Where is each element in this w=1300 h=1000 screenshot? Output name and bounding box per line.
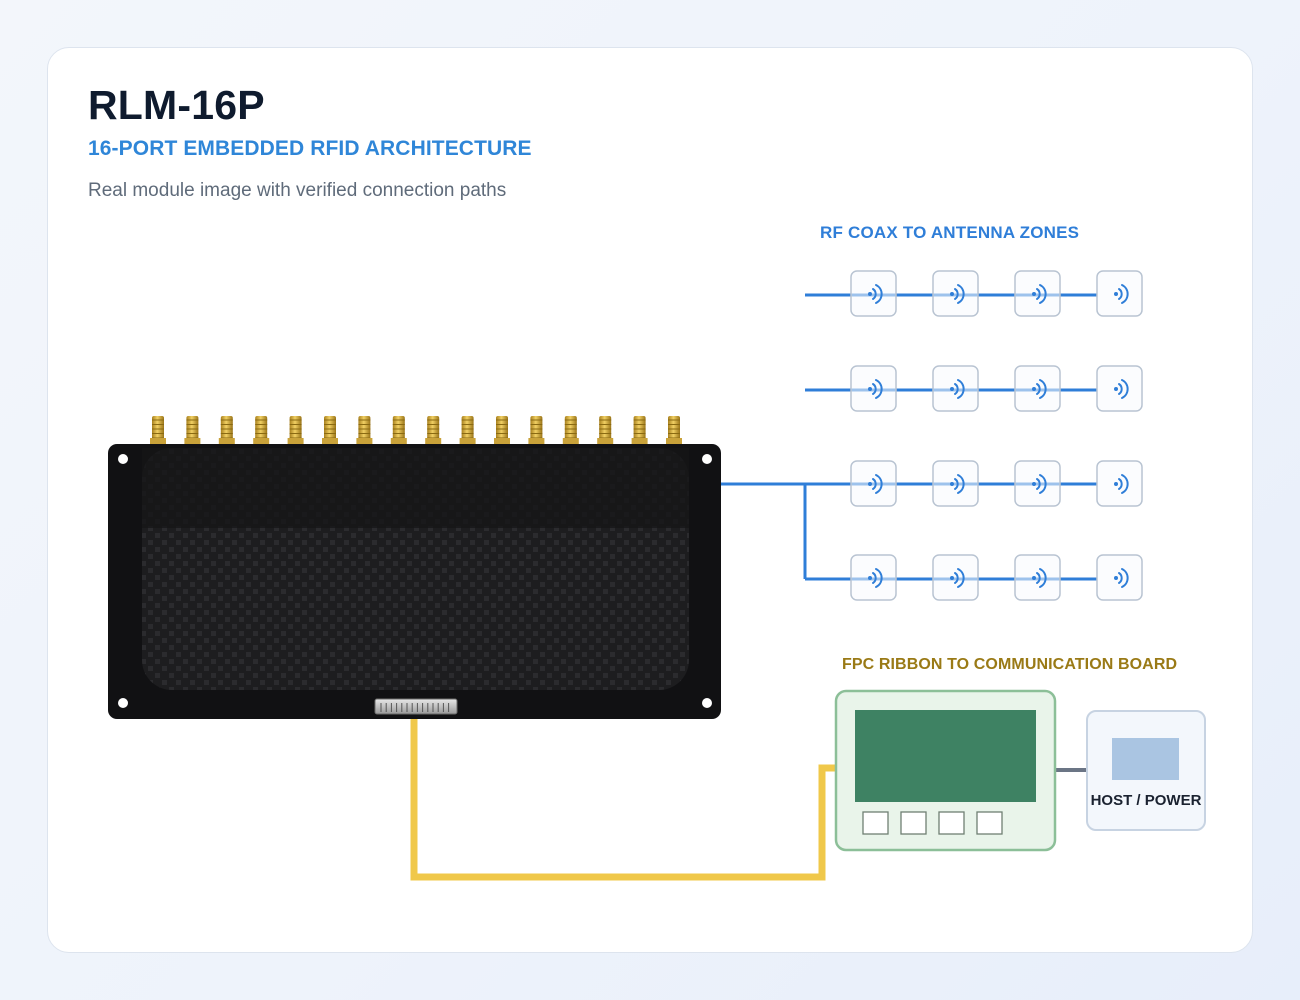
antenna-zone — [1014, 460, 1061, 507]
page-description: Real module image with verified connecti… — [88, 180, 507, 201]
rfid-antenna-icon — [1032, 568, 1047, 588]
antenna-zone — [932, 365, 979, 412]
board-buttons — [862, 811, 1003, 835]
antenna-zone — [932, 270, 979, 317]
antenna-zone — [1096, 554, 1143, 601]
antenna-zone — [1096, 270, 1143, 317]
board-button — [976, 811, 1003, 835]
rfid-module — [108, 416, 721, 719]
board-screen — [855, 710, 1036, 802]
mounting-holes — [118, 454, 712, 708]
sma-connector — [666, 416, 682, 448]
rfid-antenna-icon — [950, 284, 965, 304]
sma-connector — [597, 416, 614, 448]
rf-coax-label: RF COAX TO ANTENNA ZONES — [820, 223, 1080, 242]
communication-board — [834, 689, 1057, 852]
host-power-unit — [1086, 710, 1206, 831]
sma-connector — [390, 416, 407, 448]
antenna-zone — [1014, 365, 1061, 412]
sma-connector — [322, 416, 338, 448]
rfid-antenna-icon — [1114, 284, 1129, 304]
rfid-antenna-icon — [868, 568, 883, 588]
fpc-ribbon-line — [410, 712, 836, 881]
rfid-antenna-icon — [950, 568, 965, 588]
rfid-antenna-icon — [1114, 379, 1129, 399]
fpc-ribbon-label: FPC RIBBON TO COMMUNICATION BOARD — [842, 656, 1178, 673]
rfid-antenna-icon — [950, 379, 965, 399]
rfid-antenna-icon — [1114, 568, 1129, 588]
antenna-zone — [1096, 460, 1143, 507]
antenna-zone — [1014, 554, 1061, 601]
sma-connector — [356, 416, 373, 448]
antenna-zone-grid — [850, 270, 1143, 601]
rfid-antenna-icon — [1032, 474, 1047, 494]
antenna-zone — [1014, 270, 1061, 317]
fpc-connector — [374, 698, 458, 715]
sma-connector — [562, 416, 579, 448]
rfid-antenna-icon — [1114, 474, 1129, 494]
sma-connector — [528, 416, 545, 448]
rfid-antenna-icon — [1032, 379, 1047, 399]
sma-connector — [184, 416, 201, 448]
rfid-antenna-icon — [1032, 284, 1047, 304]
rfid-antenna-icon — [868, 284, 883, 304]
sma-connector — [150, 416, 166, 448]
sma-connector — [494, 416, 510, 448]
sma-connectors — [150, 416, 682, 448]
rf-coax-lines — [709, 293, 1097, 581]
board-button — [862, 811, 889, 835]
board-button — [900, 811, 927, 835]
sma-connector — [459, 416, 476, 448]
rfid-antenna-icon — [950, 474, 965, 494]
antenna-zone — [850, 460, 897, 507]
host-power-label: HOST / POWER — [1090, 792, 1202, 809]
page-title: RLM-16P — [88, 82, 265, 128]
antenna-zone — [850, 554, 897, 601]
antenna-zone — [850, 365, 897, 412]
board-button — [938, 811, 965, 835]
host-display — [1112, 738, 1179, 780]
antenna-zone — [850, 270, 897, 317]
rfid-antenna-icon — [868, 474, 883, 494]
antenna-zone — [932, 460, 979, 507]
rfid-antenna-icon — [868, 379, 883, 399]
sma-connector — [218, 416, 235, 448]
antenna-zone — [1096, 365, 1143, 412]
sma-connector — [287, 416, 304, 448]
sma-connector — [425, 416, 442, 448]
antenna-zone — [932, 554, 979, 601]
sma-connector — [631, 416, 648, 448]
sma-connector — [253, 416, 270, 448]
page-subtitle: 16-PORT EMBEDDED RFID ARCHITECTURE — [88, 137, 532, 160]
